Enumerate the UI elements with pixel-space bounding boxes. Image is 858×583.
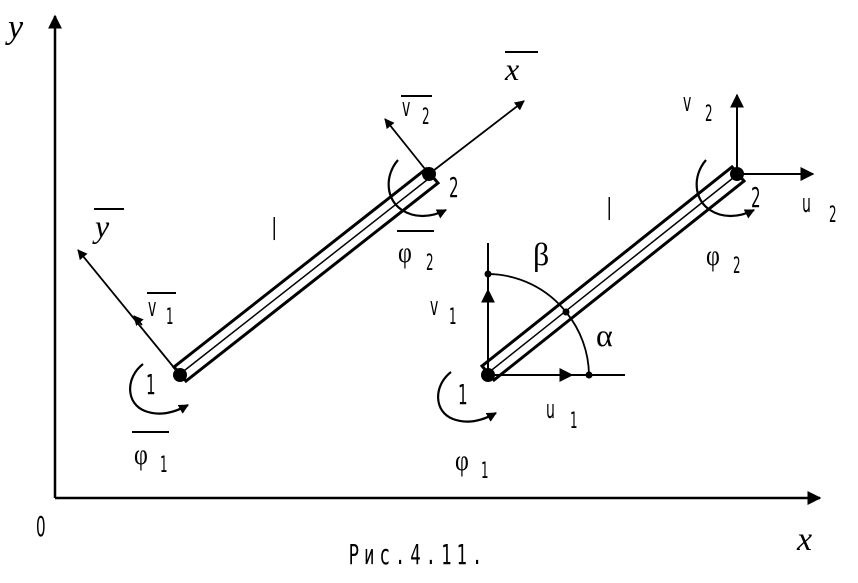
svg-text:1: 1 — [160, 453, 168, 478]
right-length-label: l — [607, 192, 612, 227]
svg-text:v: v — [430, 292, 438, 322]
local-x-axis-label: x — [504, 51, 519, 87]
svg-text:2: 2 — [426, 251, 434, 276]
left-phi1-rotation-arrow — [129, 363, 189, 415]
origin-label: 0 — [36, 512, 46, 544]
svg-text:1: 1 — [481, 459, 489, 484]
left-v1-label: v 1 — [147, 292, 176, 330]
svg-text:2: 2 — [705, 102, 713, 127]
beta-arc-start-dot — [484, 270, 492, 278]
right-phi1-label: φ 1 — [455, 443, 489, 484]
left-phi2-label: φ 2 — [397, 230, 434, 276]
svg-text:φ: φ — [455, 443, 469, 476]
beta-label: β — [533, 236, 549, 272]
svg-text:v: v — [402, 93, 410, 123]
right-phi1-rotation-arrow — [437, 371, 497, 423]
svg-text:v: v — [148, 293, 156, 323]
right-phi2-rotation-arrow — [695, 159, 755, 219]
alpha-label: α — [596, 317, 613, 353]
right-u2-label: u 2 — [802, 189, 837, 228]
svg-text:φ: φ — [134, 437, 148, 470]
svg-text:1: 1 — [570, 409, 578, 434]
left-node2-label: 2 — [449, 173, 459, 205]
figure-caption: Рис.4.11. — [348, 538, 488, 571]
svg-text:u: u — [802, 189, 811, 219]
alpha-arc — [565, 311, 590, 376]
left-v1-arrow-head — [133, 315, 144, 327]
svg-text:2: 2 — [829, 203, 837, 228]
left-v2-label: v 2 — [401, 93, 432, 130]
left-node1-label: 1 — [146, 370, 156, 402]
svg-text:1: 1 — [166, 305, 174, 330]
local-y-axis-label: y — [92, 208, 110, 244]
left-phi2-rotation-arrow — [387, 159, 447, 219]
local-y-axis — [77, 249, 181, 376]
right-beam-inner-line — [487, 173, 739, 374]
local-x-axis — [428, 100, 525, 175]
right-v2-label: v 2 — [683, 88, 713, 127]
y-axis-label: y — [5, 9, 24, 46]
svg-text:2: 2 — [422, 105, 430, 130]
right-node2-label: 2 — [751, 183, 761, 215]
svg-text:v: v — [683, 88, 691, 118]
left-beam — [171, 166, 441, 384]
global-axes — [48, 14, 822, 505]
right-beam — [479, 164, 747, 383]
x-axis-label: x — [796, 521, 812, 558]
svg-text:φ: φ — [398, 235, 412, 268]
left-length-label: l — [272, 212, 277, 247]
svg-text:φ: φ — [706, 238, 720, 271]
svg-text:u: u — [546, 395, 555, 425]
left-phi1-label: φ 1 — [132, 431, 169, 478]
svg-text:2: 2 — [733, 254, 741, 279]
left-v2-arrow — [384, 118, 430, 175]
right-v1-label: v 1 — [430, 292, 457, 330]
right-node1-label: 1 — [458, 380, 468, 412]
beta-arc — [487, 273, 567, 313]
alpha-arc-end-dot — [585, 371, 593, 379]
left-beam-inner-line — [179, 175, 433, 375]
svg-text:1: 1 — [449, 305, 457, 330]
right-phi2-label: φ 2 — [706, 238, 741, 279]
arc-beam-dot — [562, 308, 570, 316]
right-u1-label: u 1 — [546, 395, 578, 434]
